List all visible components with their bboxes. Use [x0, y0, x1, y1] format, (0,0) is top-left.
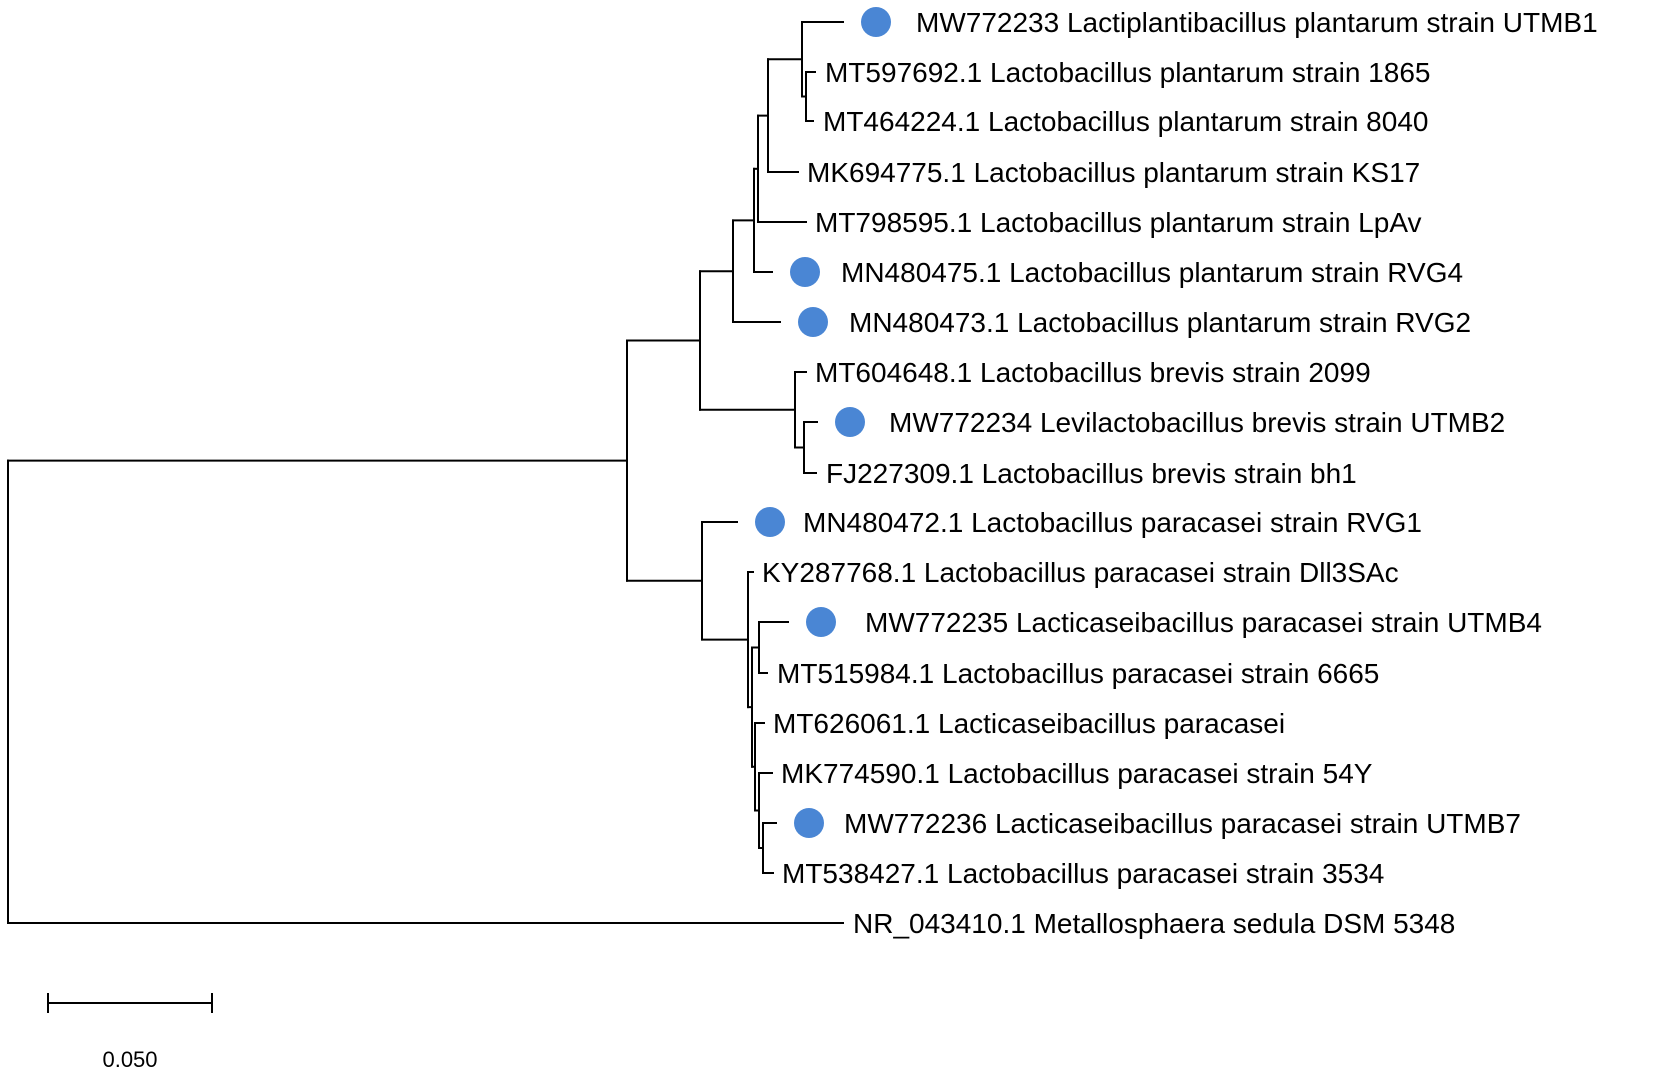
leaf-label-l1: MW772233 Lactiplantibacillus plantarum s…	[916, 7, 1598, 38]
leaf-label-l18: MT538427.1 Lactobacillus paracasei strai…	[782, 858, 1384, 889]
scale-bar-label: 0.050	[102, 1047, 157, 1072]
leaf-label-l16: MK774590.1 Lactobacillus paracasei strai…	[781, 758, 1373, 789]
leaf-marker-l6	[790, 257, 820, 287]
leaf-marker-l17	[794, 808, 824, 838]
leaf-label-l3: MT464224.1 Lactobacillus plantarum strai…	[823, 106, 1428, 137]
leaf-markers	[755, 7, 891, 838]
leaf-label-l9: MW772234 Levilactobacillus brevis strain…	[889, 407, 1505, 438]
leaf-label-l6: MN480475.1 Lactobacillus plantarum strai…	[841, 257, 1463, 288]
leaf-marker-l1	[861, 7, 891, 37]
leaf-marker-l9	[835, 407, 865, 437]
leaf-label-l11: MN480472.1 Lactobacillus paracasei strai…	[803, 507, 1422, 538]
scale-bar: 0.050	[47, 993, 213, 1072]
leaf-label-l8: MT604648.1 Lactobacillus brevis strain 2…	[815, 357, 1371, 388]
leaf-label-l19: NR_043410.1 Metallosphaera sedula DSM 53…	[853, 908, 1455, 939]
leaf-label-l17: MW772236 Lacticaseibacillus paracasei st…	[844, 808, 1521, 839]
leaf-label-l5: MT798595.1 Lactobacillus plantarum strai…	[815, 207, 1422, 238]
leaf-label-l2: MT597692.1 Lactobacillus plantarum strai…	[825, 57, 1430, 88]
leaf-label-l15: MT626061.1 Lacticaseibacillus paracasei	[773, 708, 1285, 739]
leaf-label-l7: MN480473.1 Lactobacillus plantarum strai…	[849, 307, 1471, 338]
leaf-label-l14: MT515984.1 Lactobacillus paracasei strai…	[777, 658, 1379, 689]
tree-branches	[7, 21, 844, 924]
leaf-label-l12: KY287768.1 Lactobacillus paracasei strai…	[762, 557, 1399, 588]
leaf-label-l10: FJ227309.1 Lactobacillus brevis strain b…	[826, 458, 1357, 489]
leaf-marker-l7	[798, 307, 828, 337]
leaf-marker-l11	[755, 507, 785, 537]
leaf-marker-l13	[806, 607, 836, 637]
leaf-label-l13: MW772235 Lacticaseibacillus paracasei st…	[865, 607, 1542, 638]
leaf-labels: MW772233 Lactiplantibacillus plantarum s…	[762, 7, 1598, 939]
leaf-label-l4: MK694775.1 Lactobacillus plantarum strai…	[807, 157, 1420, 188]
